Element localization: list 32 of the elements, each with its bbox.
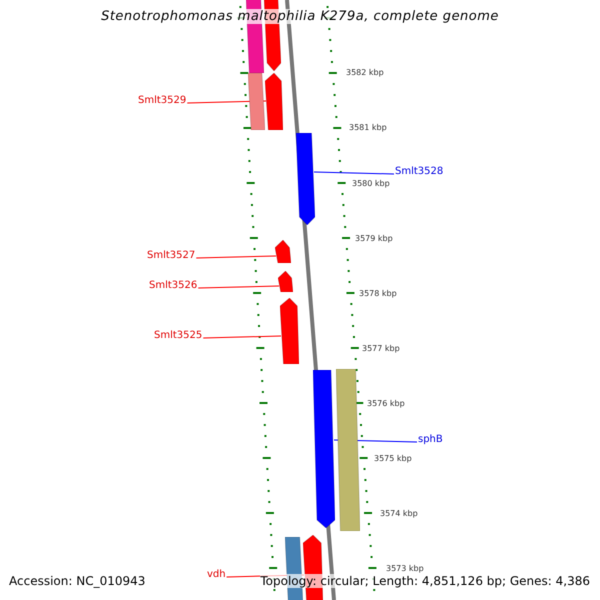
leader-line: [196, 256, 276, 258]
gene-feature: [280, 298, 299, 364]
gene-feature: [248, 73, 265, 130]
leader-line: [198, 286, 280, 288]
gene-feature: [313, 370, 335, 528]
leader-line: [314, 172, 394, 174]
gene-label: vdh: [207, 569, 226, 581]
gene-label: Smlt3529: [138, 95, 186, 107]
tick-label: 3581 kbp: [349, 123, 387, 133]
tick-label: 3577 kbp: [362, 344, 400, 354]
footer-text: Accession: NC_010943: [9, 574, 146, 588]
tick-label: 3574 kbp: [380, 509, 418, 519]
tick-label: 3576 kbp: [367, 399, 405, 409]
footer-text: Topology: circular; Length: 4,851,126 bp; Genes: 4,386: [260, 574, 590, 588]
gene-label: Smlt3525: [154, 330, 202, 342]
gene-feature: [275, 240, 291, 263]
tick-label: 3573 kbp: [386, 564, 424, 574]
tick-label: 3580 kbp: [352, 179, 390, 189]
gene-label: Smlt3528: [395, 166, 444, 178]
gene-label: Smlt3527: [147, 250, 196, 262]
tick-label: 3575 kbp: [374, 454, 412, 464]
tick-label: 3578 kbp: [359, 289, 397, 299]
title: Stenotrophomonas maltophilia K279a, complete genome: [101, 9, 499, 24]
tick-label: 3582 kbp: [346, 68, 384, 78]
gene-label: sphB: [418, 434, 443, 446]
tick-label: 3579 kbp: [355, 234, 393, 244]
leader-line: [202, 336, 282, 338]
gene-feature: [336, 369, 360, 531]
gene-label: Smlt3526: [149, 280, 198, 292]
gene-feature: [278, 271, 293, 292]
gene-feature: [296, 133, 315, 225]
gene-feature: [265, 73, 283, 130]
